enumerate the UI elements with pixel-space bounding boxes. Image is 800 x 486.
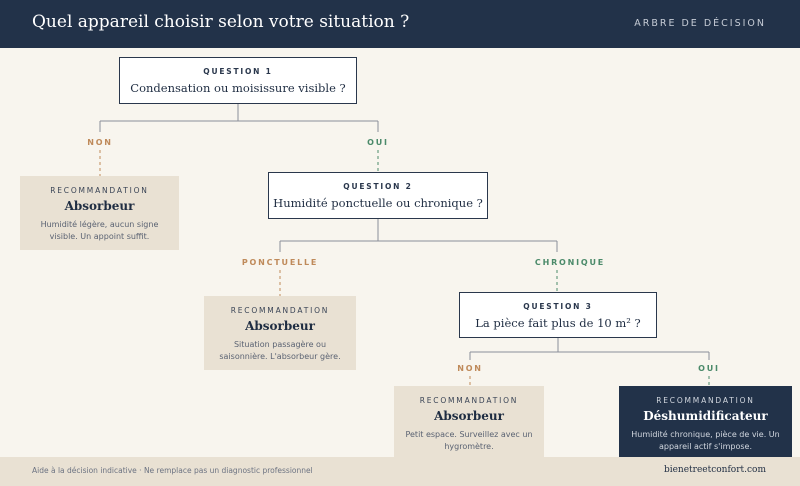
question-3-node: QUESTION 3 La pièce fait plus de 10 m² ? xyxy=(459,292,657,338)
branch-q1-no: NON xyxy=(87,138,113,147)
recommendation-1-desc: Humidité légère, aucun signe visible. Un… xyxy=(40,220,159,241)
recommendation-4-card: RECOMMANDATION Déshumidificateur Humidit… xyxy=(619,386,792,460)
recommendation-1-title: Absorbeur xyxy=(64,199,135,213)
connector-q3 xyxy=(469,338,710,360)
recommendation-1-card: RECOMMANDATION Absorbeur Humidité légère… xyxy=(20,176,179,250)
recommendation-1-label: RECOMMANDATION xyxy=(50,186,149,195)
branch-q3-no: NON xyxy=(457,364,483,373)
question-2-text: Humidité ponctuelle ou chronique ? xyxy=(273,196,483,210)
recommendation-3-desc: Petit espace. Surveillez avec un hygromè… xyxy=(405,430,533,451)
recommendation-3-title: Absorbeur xyxy=(434,409,504,423)
question-1-text: Condensation ou moisissure visible ? xyxy=(130,81,346,95)
recommendation-2-label: RECOMMANDATION xyxy=(230,306,330,315)
recommendation-3-label: RECOMMANDATION xyxy=(419,396,519,405)
branch-q3-yes: OUI xyxy=(698,364,720,373)
question-1-label: QUESTION 1 xyxy=(203,67,273,76)
question-2-label: QUESTION 2 xyxy=(343,182,413,191)
recommendation-2-desc: Situation passagère ou saisonnière. L'ab… xyxy=(219,340,341,361)
branch-q1-yes: OUI xyxy=(367,138,389,147)
header-bar: Quel appareil choisir selon votre situat… xyxy=(0,0,800,48)
question-2-node: QUESTION 2 Humidité ponctuelle ou chroni… xyxy=(268,172,488,219)
branch-q2-no: PONCTUELLE xyxy=(241,258,319,267)
header-tag: ARBRE DE DÉCISION xyxy=(634,18,766,29)
recommendation-4-label: RECOMMANDATION xyxy=(656,396,755,405)
recommendation-2-title: Absorbeur xyxy=(245,319,315,333)
branch-q2-yes: CHRONIQUE xyxy=(534,258,606,267)
connector-q2 xyxy=(279,219,558,252)
recommendation-3-card: RECOMMANDATION Absorbeur Petit espace. S… xyxy=(394,386,544,457)
footer-bar: Aide à la décision indicative · Ne rempl… xyxy=(0,457,800,486)
page-title: Quel appareil choisir selon votre situat… xyxy=(32,12,410,32)
connector-q1 xyxy=(99,104,379,132)
footer-site-link[interactable]: bienetreetconfort.com xyxy=(663,465,766,475)
recommendation-2-card: RECOMMANDATION Absorbeur Situation passa… xyxy=(204,296,356,370)
question-3-text: La pièce fait plus de 10 m² ? xyxy=(475,316,641,330)
question-3-label: QUESTION 3 xyxy=(523,302,593,311)
question-1-node: QUESTION 1 Condensation ou moisissure vi… xyxy=(119,57,357,104)
recommendation-4-desc: Humidité chronique, pièce de vie. Un app… xyxy=(631,430,780,451)
footer-disclaimer: Aide à la décision indicative · Ne rempl… xyxy=(32,466,313,475)
recommendation-4-title: Déshumidificateur xyxy=(643,409,768,423)
